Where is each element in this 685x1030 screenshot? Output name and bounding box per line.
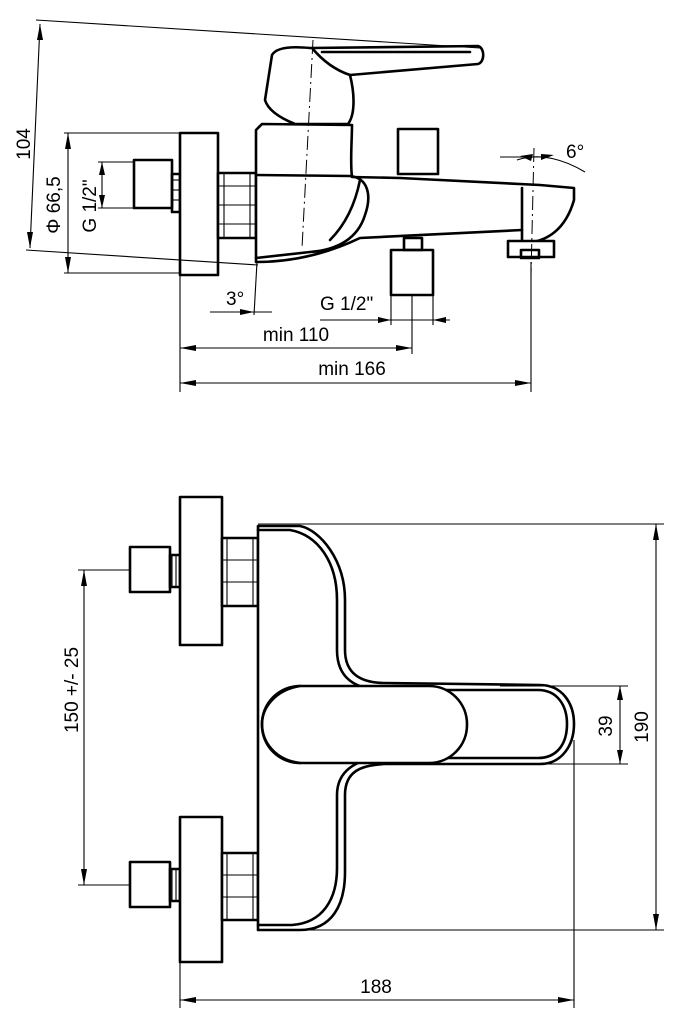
inlet-connector (132, 158, 182, 214)
hex-nut (216, 171, 258, 240)
outlet-connector (389, 236, 435, 297)
bottom-hex-nut (220, 851, 260, 922)
bottom-wall-flange (178, 815, 224, 964)
dimension-diameter: Φ 66,5 (44, 132, 180, 274)
dim-inlet-thread-label: G 1/2" (80, 179, 101, 232)
dimension-min-166: min 166 (180, 262, 532, 392)
dimension-inlet-thread: G 1/2" (80, 161, 134, 233)
dimension-188: 188 (179, 740, 575, 1008)
front-view: 150 +/- 25 39 190 188 (62, 495, 664, 1008)
dimension-39: 39 (500, 685, 628, 765)
dim-spout-angle-label: 6° (566, 142, 584, 163)
aerator (506, 239, 556, 260)
lever-front (260, 684, 469, 765)
dim-190-label: 190 (632, 711, 653, 743)
top-inlet-connector (128, 545, 182, 594)
mixer-body (254, 122, 576, 264)
diverter-knob (396, 127, 440, 176)
dim-outlet-thread-label: G 1/2" (320, 294, 373, 315)
dim-diameter-label: Φ 66,5 (44, 176, 65, 233)
dimension-outlet-thread: G 1/2" (320, 294, 450, 325)
top-wall-flange (178, 495, 224, 647)
side-view: 104 Φ 66,5 G 1/2" 6° (14, 19, 586, 392)
lever-handle (263, 44, 485, 126)
dimension-104: 104 (14, 19, 481, 266)
dim-wall-angle-label: 3° (226, 289, 244, 310)
wall-flange (178, 131, 220, 277)
top-hex-nut (220, 536, 260, 608)
dimension-spout-angle: 6° (500, 142, 586, 173)
dim-centers-label: 150 +/- 25 (62, 647, 83, 733)
dimension-centers: 150 +/- 25 (62, 569, 130, 886)
dimension-wall-angle: 3° (210, 261, 272, 316)
dim-188-label: 188 (360, 977, 392, 998)
dimension-190: 190 (258, 523, 664, 931)
dim-min-166-label: min 166 (318, 359, 386, 380)
bottom-inlet-connector (128, 860, 182, 909)
dim-height-label: 104 (14, 128, 35, 160)
body-front-inner (256, 528, 569, 927)
dim-min-110-label: min 110 (263, 325, 329, 346)
dimension-min-110: min 110 (179, 275, 413, 392)
dim-39-label: 39 (596, 715, 617, 736)
